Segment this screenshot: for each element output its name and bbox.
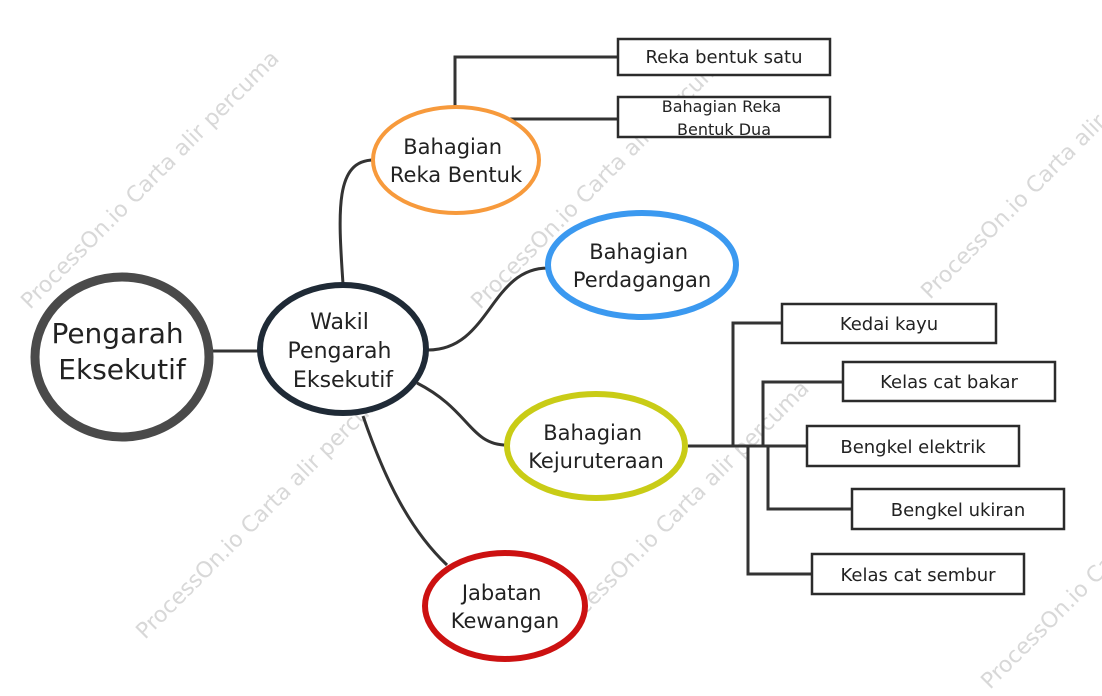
engineering-unit-3[interactable]: Bengkel elektrik xyxy=(805,424,1021,468)
watermark-text: ProcessOn.io Carta alir percuma xyxy=(17,46,285,314)
watermark-text: ProcessOn.io Carta alir percuma xyxy=(917,36,1102,304)
link-deputy-finance xyxy=(361,415,449,567)
node-finance[interactable]: Jabatan Kewangan xyxy=(422,550,588,662)
design-node-shape xyxy=(371,105,541,215)
engineering-unit-1[interactable]: Kedai kayu xyxy=(780,302,998,345)
root-node-shape xyxy=(30,272,214,442)
link-eng-unit-1 xyxy=(731,321,782,446)
engineering-unit-2-box xyxy=(841,360,1057,403)
link-deputy-trade xyxy=(427,266,549,352)
engineering-unit-4-label: Bengkel ukiran xyxy=(891,500,1026,521)
node-engineering[interactable]: Bahagian Kejuruteraan xyxy=(504,391,688,501)
design-unit-1-box xyxy=(616,37,832,77)
link-deputy-engineering xyxy=(416,381,508,447)
node-root[interactable]: Pengarah Eksekutif xyxy=(30,272,214,442)
deputy-node-shape xyxy=(257,282,429,416)
engineering-unit-3-label: Bengkel elektrik xyxy=(840,437,986,458)
finance-node-shape xyxy=(422,550,588,662)
node-design[interactable]: Bahagian Reka Bentuk xyxy=(371,105,541,215)
connectors xyxy=(210,55,852,576)
engineering-unit-5-box xyxy=(810,552,1026,596)
design-unit-1[interactable]: Reka bentuk satu xyxy=(616,37,832,77)
link-eng-unit-4 xyxy=(766,446,852,511)
engineering-node-shape xyxy=(504,391,688,501)
link-eng-unit-2 xyxy=(761,380,843,446)
engineering-unit-3-box xyxy=(805,424,1021,468)
design-unit-2[interactable]: Bahagian Reka Bentuk Dua xyxy=(616,95,832,139)
root-node-label: Pengarah Eksekutif xyxy=(51,317,192,386)
engineering-unit-5[interactable]: Kelas cat sembur xyxy=(810,552,1026,596)
link-design-unit-1 xyxy=(453,55,618,106)
engineering-unit-4[interactable]: Bengkel ukiran xyxy=(850,487,1066,531)
link-deputy-design xyxy=(338,158,375,285)
node-trade[interactable]: Bahagian Perdagangan xyxy=(545,210,739,320)
deputy-node-label: Wakil Pengarah Eksekutif xyxy=(288,310,399,393)
engineering-unit-4-box xyxy=(850,487,1066,531)
engineering-unit-1-label: Kedai kayu xyxy=(840,314,938,335)
design-unit-2-box xyxy=(616,95,832,139)
design-unit-2-label: Bahagian Reka Bentuk Dua xyxy=(662,97,786,139)
link-eng-unit-5 xyxy=(746,446,812,576)
engineering-unit-1-box xyxy=(780,302,998,345)
trade-node-shape xyxy=(545,210,739,320)
engineering-unit-2-label: Kelas cat bakar xyxy=(880,372,1018,393)
engineering-node-label: Bahagian Kejuruteraan xyxy=(528,421,664,473)
finance-node-label: Jabatan Kewangan xyxy=(451,581,560,633)
design-unit-1-label: Reka bentuk satu xyxy=(645,47,802,68)
engineering-unit-5-label: Kelas cat sembur xyxy=(840,565,996,586)
engineering-unit-2[interactable]: Kelas cat bakar xyxy=(841,360,1057,403)
design-node-label: Bahagian Reka Bentuk xyxy=(390,135,523,187)
node-deputy[interactable]: Wakil Pengarah Eksekutif xyxy=(257,282,429,416)
trade-node-label: Bahagian Perdagangan xyxy=(573,240,711,292)
